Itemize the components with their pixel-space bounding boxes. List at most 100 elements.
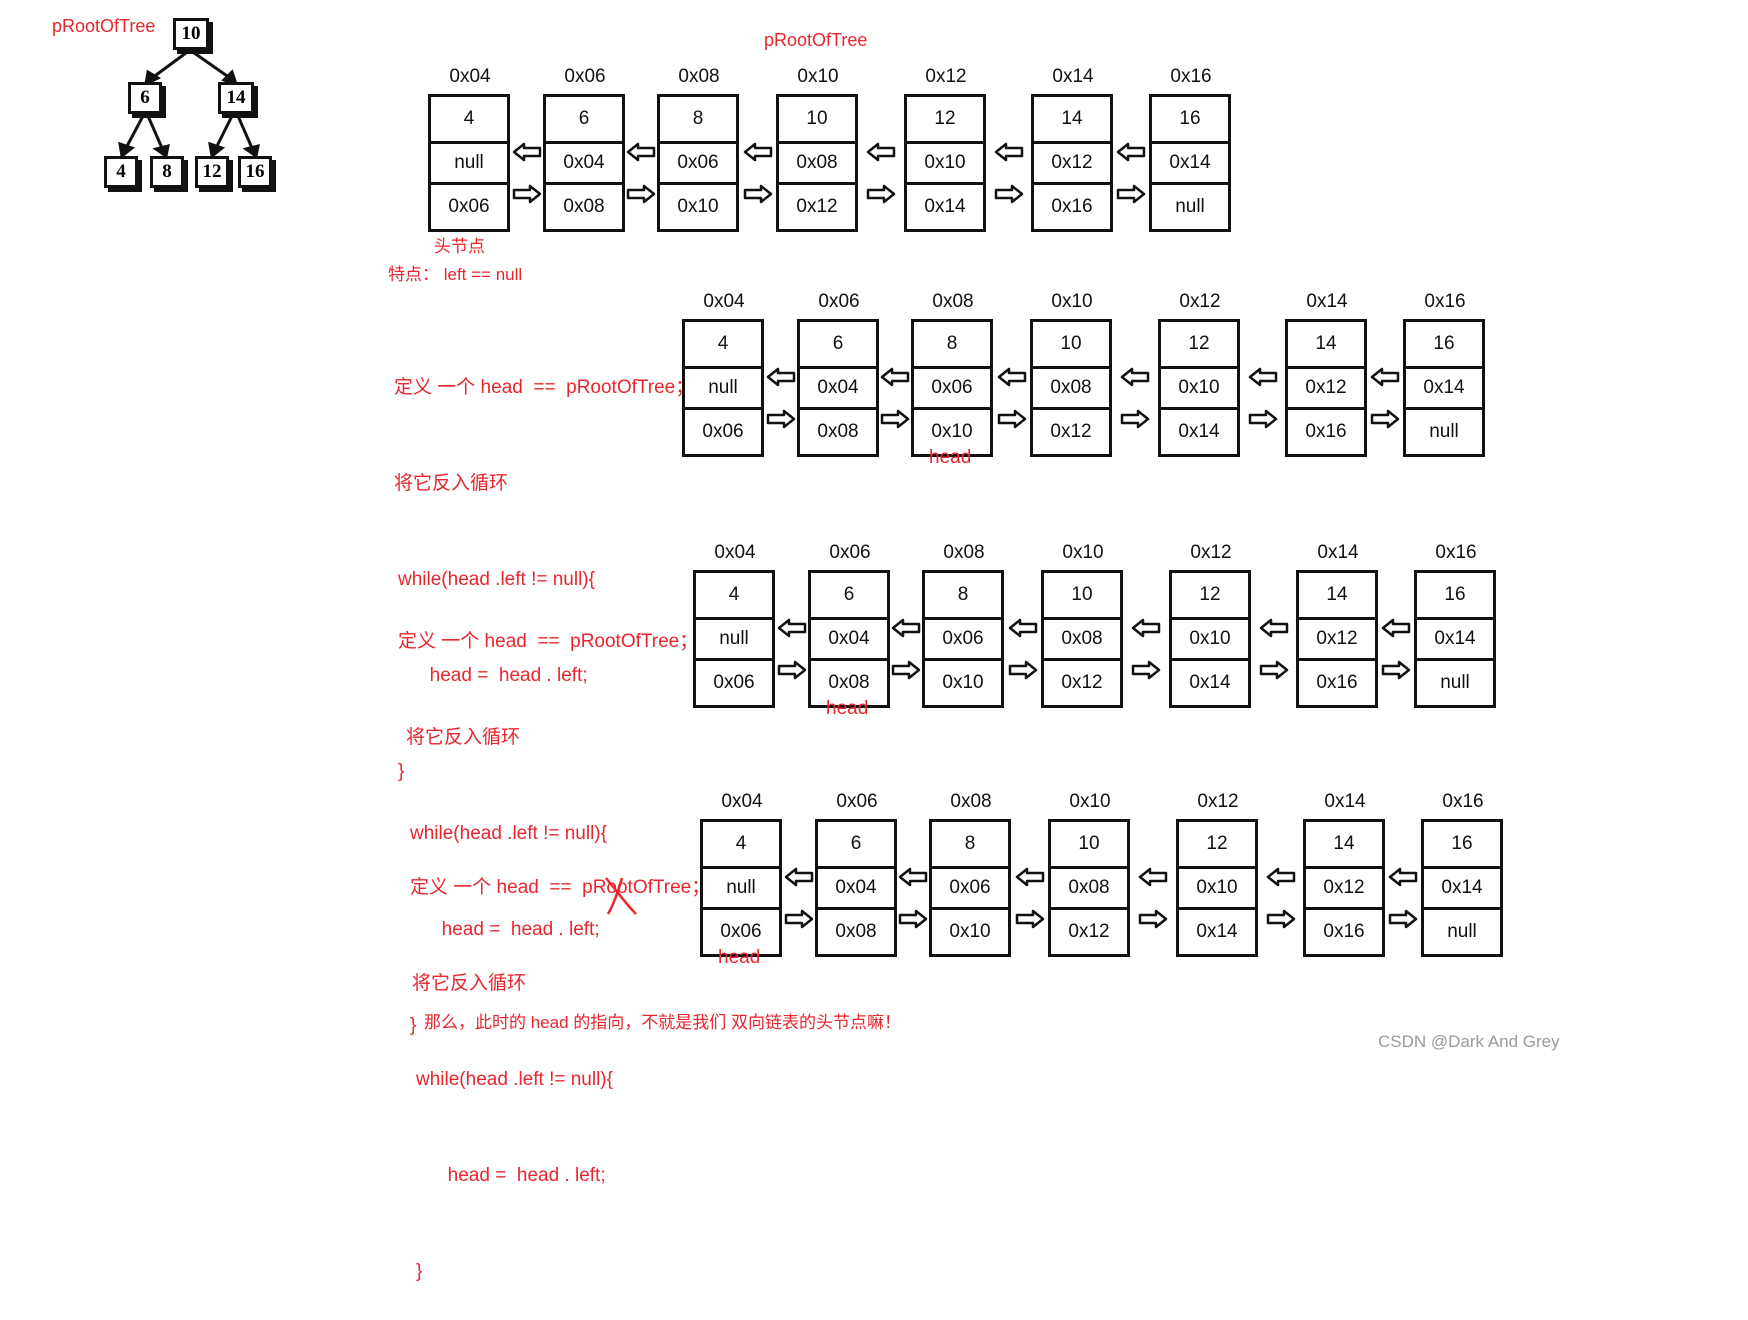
node-left-pointer: 0x10 [1179,866,1255,910]
code-line-1: 定义 一个 head == pRootOfTree； [398,631,699,652]
node-value: 4 [717,333,729,354]
node-left-pointer: 0x06 [925,617,1001,661]
tree-node-14: 14 [218,82,254,114]
node-right-pointer: 0x14 [924,196,966,217]
node-value: 8 [957,584,969,605]
node-right-pointer: 0x10 [677,196,719,217]
node-left-pointer: 0x08 [1044,617,1120,661]
head-pointer-label: head [826,698,869,719]
left-arrow-icon [1248,367,1277,387]
node-right-pointer: null [1175,196,1205,217]
right-arrow-icon [898,909,928,929]
watermark: CSDN @Dark And Grey [1378,1032,1560,1051]
node-value: 10 [1060,333,1082,354]
list-top-label: pRootOfTree [764,30,868,50]
tree-node-root-value: 10 [181,23,201,44]
head-pointer-label: head [718,947,761,968]
node-right-pointer: 0x06 [448,196,490,217]
left-arrow-icon [1116,142,1146,162]
node-value: 6 [843,584,855,605]
node-address: 0x10 [1069,791,1111,812]
node-left-pointer: null [685,366,761,410]
node-value: 14 [1315,333,1337,354]
code-line-2: 将它反入循环 [412,973,527,994]
node-right-pointer: null [1429,421,1459,442]
node-value: 4 [728,584,740,605]
node-value: 12 [1199,584,1221,605]
node-right-pointer: 0x12 [796,196,838,217]
node-value: 6 [578,108,590,129]
right-arrow-icon [743,184,772,204]
node-value: 16 [1179,108,1201,129]
node-right-pointer: 0x16 [1316,672,1358,693]
code-line-4: head = head . left; [398,665,588,686]
left-arrow-icon [1388,867,1418,887]
final-note: 那么，此时的 head 的指向，不就是我们 双向链表的头节点嘛！ [424,1013,901,1032]
node-left-pointer: 0x12 [1288,366,1364,410]
node-address: 0x04 [449,66,491,87]
right-arrow-icon [1381,660,1411,680]
node-right-pointer: 0x14 [1189,672,1231,693]
right-arrow-icon [784,909,813,929]
list-node: 4 null 0x06 [682,319,764,457]
left-arrow-icon [626,142,656,162]
node-address: 0x08 [932,291,974,312]
tree-node-8: 8 [150,156,184,188]
code-line-3: while(head .left != null){ [410,823,607,844]
tree-node-16: 16 [238,156,272,188]
left-arrow-icon [1381,618,1411,638]
node-address: 0x16 [1442,791,1484,812]
tree-node-8-value: 8 [162,161,172,182]
node-value: 6 [832,333,844,354]
node-value: 14 [1326,584,1348,605]
node-right-pointer: 0x06 [702,421,744,442]
node-left-pointer: 0x04 [811,617,887,661]
node-value: 4 [735,833,747,854]
node-left-pointer: 0x04 [546,141,622,185]
tree-edges [118,48,260,159]
node-address: 0x06 [818,291,860,312]
node-address: 0x06 [829,542,871,563]
right-arrow-icon [1008,660,1037,680]
node-value: 16 [1444,584,1466,605]
node-value: 10 [1071,584,1093,605]
code-line-2: 将它反入循环 [406,727,521,748]
left-arrow-icon [1138,867,1168,887]
node-address: 0x06 [836,791,878,812]
right-arrow-icon [626,184,656,204]
feature-label: 特点： left == null [388,265,523,284]
node-left-pointer: null [703,866,779,910]
node-address: 0x08 [678,66,720,87]
tree-node-6: 6 [128,82,162,114]
left-arrow-icon [880,367,910,387]
left-arrow-icon [994,142,1023,162]
node-right-pointer: 0x10 [942,672,984,693]
node-address: 0x10 [1062,542,1104,563]
node-right-pointer: 0x16 [1323,921,1365,942]
tree-root-label: pRootOfTree [52,16,156,36]
node-address: 0x06 [564,66,606,87]
node-value: 14 [1333,833,1355,854]
left-arrow-icon [512,142,541,162]
node-right-pointer: 0x14 [1178,421,1220,442]
code-line-1: 定义 一个 head == pRootOfTree； [394,377,695,398]
left-arrow-icon [777,618,806,638]
code-line-5: } [398,761,405,782]
node-address: 0x12 [1179,291,1221,312]
node-address: 0x10 [1051,291,1093,312]
node-address: 0x08 [943,542,985,563]
tree-node-4: 4 [104,156,138,188]
node-value: 6 [850,833,862,854]
code-line-5: } [416,1261,423,1282]
right-arrow-icon [1138,909,1168,929]
